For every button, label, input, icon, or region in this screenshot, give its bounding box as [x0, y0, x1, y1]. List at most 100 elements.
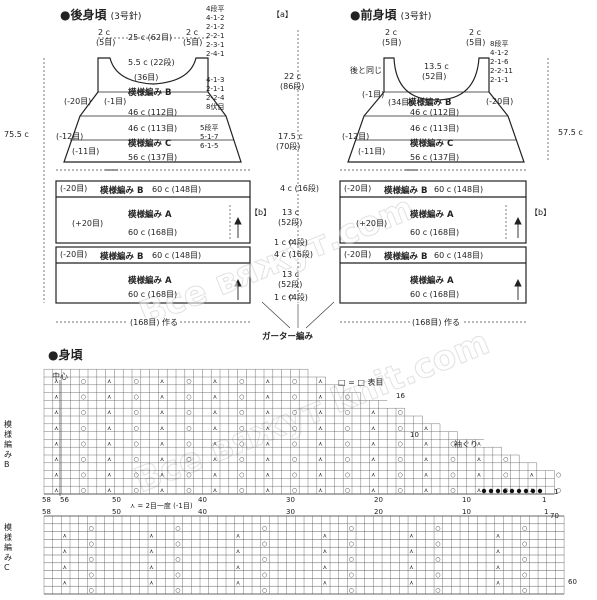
svg-text:○: ○ [239, 394, 244, 401]
svg-text:⋏: ⋏ [371, 440, 376, 447]
back-plus20: (+20目) [72, 219, 104, 228]
front-upper-outline [347, 57, 525, 163]
front-w137: 56 c (137目) [410, 153, 460, 162]
back-minus20b: (-20目) [60, 184, 88, 193]
svg-text:○: ○ [292, 409, 297, 416]
svg-text:⋏: ⋏ [530, 472, 535, 479]
svg-text:○: ○ [262, 587, 267, 594]
svg-text:⋏: ⋏ [107, 425, 112, 432]
svg-text:○: ○ [292, 472, 297, 479]
svg-text:○: ○ [262, 540, 267, 547]
svg-text:○: ○ [134, 394, 139, 401]
col2-10: 10 [462, 508, 471, 516]
svg-text:○: ○ [556, 487, 561, 494]
center-h2: 17.5 c [278, 132, 303, 141]
col-30: 30 [286, 496, 295, 504]
svg-text:⋏: ⋏ [160, 440, 165, 447]
svg-text:⋏: ⋏ [63, 564, 68, 571]
front-minus20: (-20目) [486, 97, 514, 106]
front-upper-height: 57.5 c [558, 128, 583, 137]
svg-text:⋏: ⋏ [54, 456, 59, 463]
svg-text:○: ○ [175, 525, 180, 532]
back-cast-on: (168目) 作る [128, 318, 181, 327]
svg-text:⋏: ⋏ [496, 564, 501, 571]
chart-title: ●身頃 [48, 348, 83, 362]
svg-text:⋏: ⋏ [318, 472, 323, 479]
svg-text:⋏: ⋏ [236, 579, 241, 586]
svg-text:○: ○ [398, 456, 403, 463]
back-minus20: (-20目) [64, 97, 92, 106]
back-title: ●後身頃 (3号針) [60, 8, 142, 22]
back-arm-row-1: 2-1-1 [206, 85, 225, 93]
col2-50: 50 [112, 508, 121, 516]
svg-text:⋏: ⋏ [107, 378, 112, 385]
svg-text:⋏: ⋏ [107, 409, 112, 416]
svg-text:⋏: ⋏ [424, 440, 429, 447]
svg-text:⋏: ⋏ [266, 487, 271, 494]
svg-text:○: ○ [186, 394, 191, 401]
svg-text:○: ○ [292, 487, 297, 494]
center-h7-rows: (52段) [278, 280, 303, 289]
center-b-right: 【b】 [530, 208, 552, 217]
svg-text:○: ○ [345, 425, 350, 432]
svg-text:⋏: ⋏ [371, 472, 376, 479]
col2-40: 40 [198, 508, 207, 516]
svg-text:○: ○ [175, 556, 180, 563]
svg-text:⋏: ⋏ [371, 425, 376, 432]
svg-text:⋏: ⋏ [266, 440, 271, 447]
svg-text:○: ○ [81, 378, 86, 385]
back-w168b: 60 c (168目) [128, 290, 178, 299]
back-arm-row-3: 8伏目 [206, 103, 225, 111]
front-dec-row-3: 2-1-1 [490, 76, 509, 84]
svg-text:○: ○ [522, 525, 527, 532]
front-minus1: (-1目) [362, 90, 385, 99]
svg-text:○: ○ [398, 425, 403, 432]
col2-30: 30 [286, 508, 295, 516]
svg-text:⋏: ⋏ [266, 456, 271, 463]
svg-text:⋏: ⋏ [318, 409, 323, 416]
svg-text:⋏: ⋏ [54, 409, 59, 416]
svg-text:○: ○ [292, 394, 297, 401]
svg-text:⋏: ⋏ [54, 440, 59, 447]
svg-text:○: ○ [435, 556, 440, 563]
svg-text:⋏: ⋏ [323, 579, 328, 586]
svg-text:○: ○ [186, 378, 191, 385]
svg-text:○: ○ [239, 472, 244, 479]
back-neck-st-left: (5目) [96, 38, 116, 47]
svg-text:○: ○ [89, 540, 94, 547]
svg-text:○: ○ [134, 409, 139, 416]
svg-text:○: ○ [239, 440, 244, 447]
svg-text:⋏: ⋏ [63, 579, 68, 586]
svg-text:⋏: ⋏ [236, 564, 241, 571]
front-pattern-b3: 模様編み B [384, 252, 428, 262]
svg-text:○: ○ [134, 456, 139, 463]
svg-text:○: ○ [522, 540, 527, 547]
svg-text:⋏: ⋏ [63, 533, 68, 540]
front-w168: 60 c (168目) [410, 228, 460, 237]
back-neck-c-left: 2 c [98, 28, 111, 37]
center-h8: 1 c (4段) [274, 293, 308, 302]
svg-text:⋏: ⋏ [266, 394, 271, 401]
svg-text:⋏: ⋏ [496, 533, 501, 540]
svg-text:⋏: ⋏ [149, 579, 154, 586]
col2-58: 58 [42, 508, 51, 516]
back-pattern-b: 模様編み B [128, 88, 172, 98]
back-neck-depth: 5.5 c (22段) [128, 58, 175, 67]
svg-text:⋏: ⋏ [107, 472, 112, 479]
svg-text:○: ○ [345, 487, 350, 494]
svg-text:⋏: ⋏ [323, 533, 328, 540]
center-b-left: 【b】 [250, 208, 272, 217]
front-pattern-c: 模様編み C [410, 139, 454, 149]
svg-text:○: ○ [522, 572, 527, 579]
svg-text:⋏: ⋏ [160, 425, 165, 432]
col2-20: 20 [374, 508, 383, 516]
svg-text:○: ○ [435, 587, 440, 594]
svg-text:⋏: ⋏ [160, 378, 165, 385]
back-w113: 46 c (113目) [128, 124, 178, 133]
back-w168: 60 c (168目) [128, 228, 178, 237]
back-dec-row-0: 4-1-2 [206, 14, 225, 22]
svg-text:○: ○ [349, 587, 354, 594]
back-pattern-b3: 模様編み B [100, 252, 144, 262]
center-h1-rows: (86段) [280, 82, 305, 91]
